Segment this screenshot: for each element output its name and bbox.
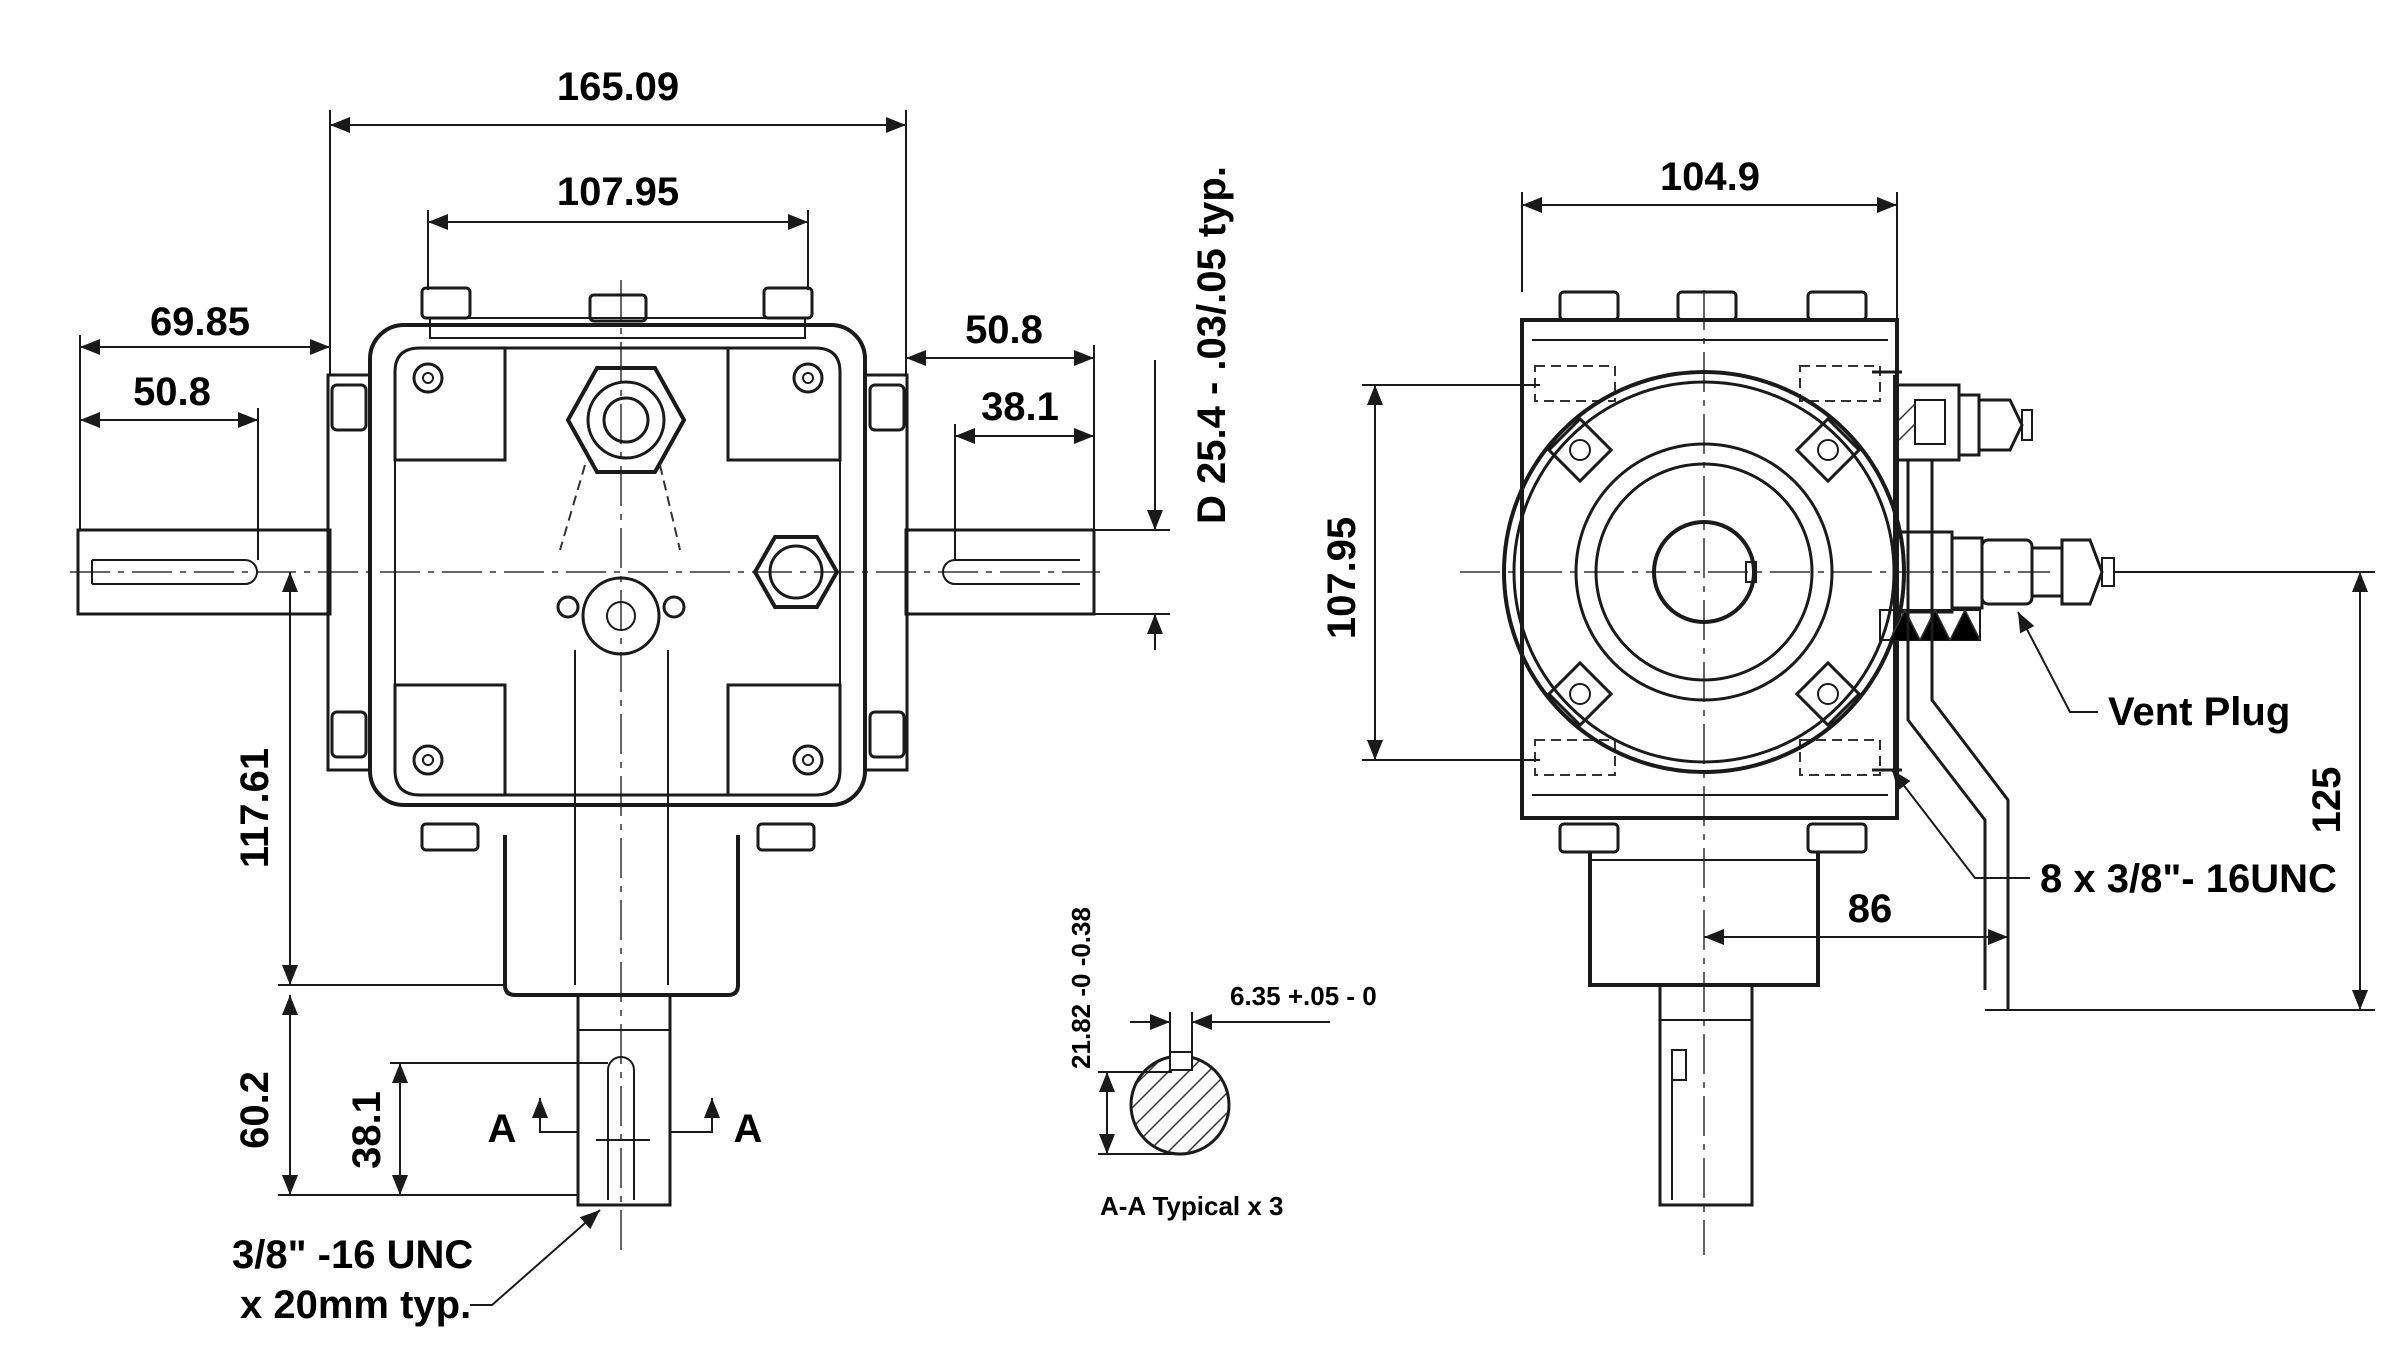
bottom-shaft — [576, 993, 672, 1207]
front-view — [70, 110, 1170, 1306]
fill-plug — [565, 366, 687, 474]
mounting-note: 8 x 3/8"- 16UNC — [2040, 857, 2337, 901]
dim-86: 86 — [1848, 887, 1893, 931]
dim-50-8-left: 50.8 — [133, 370, 211, 414]
thread-note-line2: x 20mm typ. — [240, 1283, 471, 1327]
drain-plug — [752, 535, 840, 609]
housing-bolts — [330, 286, 906, 852]
dim-104-9: 104.9 — [1660, 155, 1760, 199]
dim-107-95-side: 107.95 — [1320, 517, 1364, 639]
dim-165-09: 165.09 — [557, 65, 679, 109]
vent-plug-label: Vent Plug — [2108, 690, 2290, 734]
dim-117-61: 117.61 — [233, 748, 277, 868]
dim-125: 125 — [2305, 767, 2349, 834]
section-mark-right: A — [734, 1107, 763, 1151]
vent-fittings — [1879, 383, 2115, 1010]
flange-bolts — [1546, 416, 1862, 728]
section-key-depth: 21.82 -0 -0.38 — [1066, 907, 1096, 1069]
side-view — [1362, 192, 2375, 1255]
dim-50-8-right: 50.8 — [965, 308, 1043, 352]
side-bottom-shaft — [1658, 983, 1754, 1207]
left-shaft — [76, 528, 332, 616]
section-key-width: 6.35 +.05 - 0 — [1230, 981, 1377, 1011]
dim-shaft-diameter: D 25.4 - .03/.05 typ. — [1190, 166, 1234, 524]
dim-60-2: 60.2 — [233, 1071, 277, 1149]
section-caption: A-A Typical x 3 — [1100, 1191, 1284, 1221]
section-mark-left: A — [488, 1107, 517, 1151]
dim-107-95-front: 107.95 — [557, 170, 679, 214]
dim-38-1-bottom: 38.1 — [345, 1091, 389, 1169]
dim-38-1-right: 38.1 — [981, 385, 1059, 429]
thread-note-line1: 3/8" -16 UNC — [232, 1233, 473, 1277]
round-flange — [1502, 370, 1906, 774]
gearbox-housing — [368, 317, 867, 807]
dim-69-85: 69.85 — [150, 300, 250, 344]
dimension-labels: 165.09 107.95 69.85 50.8 50.8 38.1 D 25.… — [133, 65, 2349, 1327]
section-a-a — [1098, 1012, 1330, 1156]
